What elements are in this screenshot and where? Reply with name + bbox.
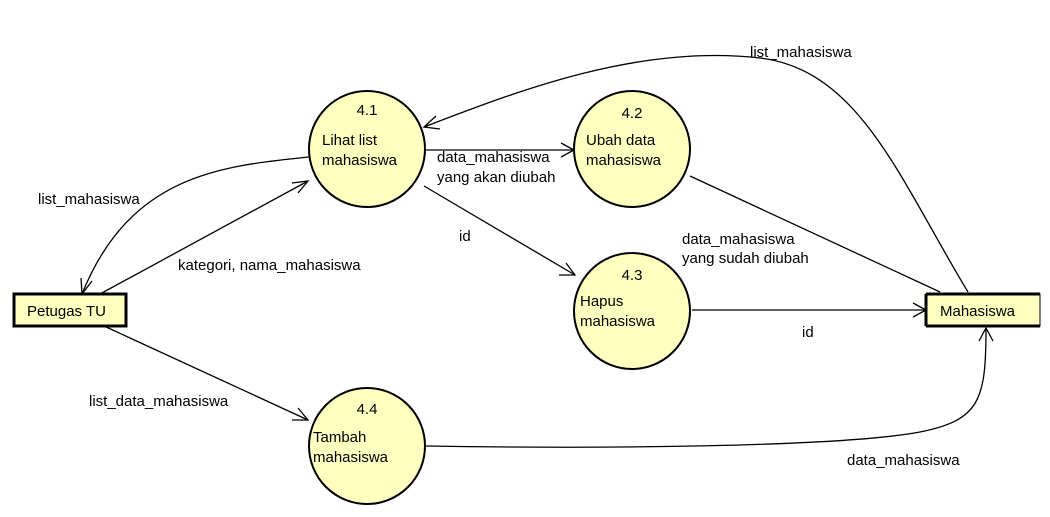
flow-label-list-data: list_data_mahasiswa: [89, 393, 229, 410]
process-4-1[interactable]: 4.1 Lihat list mahasiswa: [308, 90, 426, 208]
arrowhead-lihat-top: [422, 115, 441, 130]
flow-tambah-to-mahasiswa: [425, 327, 987, 448]
flow-ubah-to-mahasiswa: [689, 175, 941, 293]
flow-petugas-to-lihat: [99, 180, 309, 295]
process-4-3[interactable]: 4.3 Hapus mahasiswa: [573, 252, 691, 370]
flow-label-kategori: kategori, nama_mahasiswa: [178, 257, 361, 274]
entity-label: Mahasiswa: [940, 303, 1016, 320]
flow-label-to-ubah-1: data_mahasiswa: [437, 149, 550, 166]
process-number: 4.2: [622, 105, 643, 122]
flow-label-ubah-out-2: yang sudah diubah: [682, 250, 809, 267]
process-label-line2: mahasiswa: [580, 313, 656, 330]
flow-lihat-to-petugas: [81, 156, 310, 295]
arrowhead-mahasiswa-bottom: [978, 326, 994, 342]
process-4-2[interactable]: 4.2 Ubah data mahasiswa: [573, 90, 691, 208]
flow-label-left-list: list_mahasiswa: [38, 191, 140, 208]
entity-label: Petugas TU: [27, 303, 106, 320]
flow-label-to-ubah-2: yang akan diubah: [437, 169, 555, 186]
flow-mahasiswa-to-lihat: [423, 54, 969, 293]
flow-label-id-hapus: id: [459, 228, 471, 245]
flow-label-ubah-out-1: data_mahasiswa: [682, 231, 795, 248]
process-number: 4.1: [357, 102, 378, 119]
process-4-4[interactable]: 4.4 Tambah mahasiswa: [308, 387, 426, 505]
arrowhead-tambah: [292, 407, 310, 421]
flow-lihat-to-hapus: [423, 185, 576, 276]
process-label-line1: Tambah: [313, 429, 366, 446]
process-label-line1: Ubah data: [586, 132, 656, 149]
process-number: 4.4: [357, 401, 378, 418]
entity-petugas-tu[interactable]: Petugas TU: [12, 292, 128, 328]
flow-label-tambah-out: data_mahasiswa: [847, 452, 960, 469]
process-label-line1: Lihat list: [322, 132, 378, 149]
process-number: 4.3: [622, 267, 643, 284]
arrowhead-lihat-left: [291, 180, 310, 194]
process-label-line2: mahasiswa: [322, 152, 398, 169]
arrowhead-hapus: [559, 262, 577, 276]
process-label-line2: mahasiswa: [586, 152, 662, 169]
flow-label-id-mahasiswa: id: [802, 324, 814, 341]
process-label-line2: mahasiswa: [313, 449, 389, 466]
process-label-line1: Hapus: [580, 293, 623, 310]
entity-mahasiswa[interactable]: Mahasiswa: [924, 292, 1041, 328]
flow-label-top-list: list_mahasiswa: [750, 44, 852, 61]
flow-petugas-to-tambah: [103, 325, 309, 421]
